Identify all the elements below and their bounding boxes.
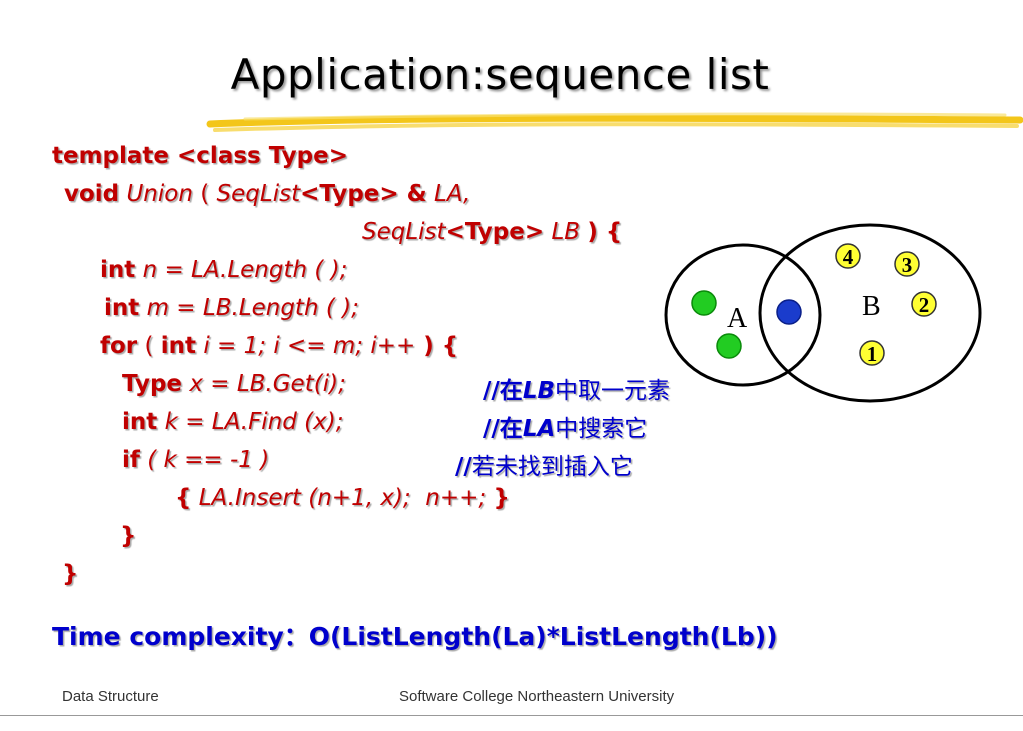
- comment-get: //在LB中取一元素: [483, 378, 670, 404]
- kw-int: int: [100, 257, 136, 283]
- kw-for: for: [100, 333, 138, 359]
- insert-brace-open: {: [175, 485, 192, 511]
- stmt-find: k = LA.Find (x);: [164, 409, 344, 435]
- code-line-get: Type x = LB.Get(i);: [122, 371, 346, 397]
- comment-find: //在LA中搜索它: [483, 416, 648, 442]
- type-param-b: <Type>: [445, 219, 545, 245]
- code-line-if: if ( k == -1 ): [122, 447, 269, 473]
- code-line-insert: { LA.Insert (n+1, x); n++; }: [175, 485, 510, 511]
- code-line-n: int n = LA.Length ( );: [100, 257, 347, 283]
- param-lb: LB: [551, 219, 581, 245]
- type-param-a: <Type> &: [300, 181, 427, 207]
- code-line-fn-close: }: [62, 561, 79, 587]
- footer-left: Data Structure: [62, 688, 159, 705]
- set-b-label: B: [862, 291, 881, 322]
- type-seqlist-b: SeqList: [362, 219, 446, 245]
- stmt-if: ( k == -1 ): [147, 447, 270, 473]
- param-la: LA,: [434, 181, 471, 207]
- set-a-label: A: [727, 303, 748, 334]
- code-line-signature-cont: SeqList<Type> LB ) {: [362, 219, 622, 245]
- code-line-template: template <class Type>: [52, 143, 349, 169]
- set-b-circle: [758, 223, 982, 403]
- stmt-m: m = LB.Length ( );: [146, 295, 359, 321]
- code-line-for: for ( int i = 1; i <= m; i++ ) {: [100, 333, 458, 359]
- title-highlight-stroke: [206, 112, 1023, 132]
- stmt-n: n = LA.Length ( );: [142, 257, 348, 283]
- type-seqlist-a: SeqList: [216, 181, 301, 207]
- a-element-1: [691, 290, 717, 316]
- a-element-2: [716, 333, 742, 359]
- insert-brace-close: }: [493, 485, 510, 511]
- b-element-3-marker: [894, 251, 920, 277]
- for-paren: (: [144, 333, 161, 359]
- code-line-m: int m = LB.Length ( );: [104, 295, 359, 321]
- stmt-insert: LA.Insert (n+1, x); n++;: [198, 485, 487, 511]
- time-complexity: Time complexity：O(ListLength(La)*ListLen…: [52, 622, 778, 651]
- paren-open: (: [200, 181, 210, 207]
- kw-type: Type: [122, 371, 183, 397]
- kw-int: int: [122, 409, 158, 435]
- for-brace: ) {: [415, 333, 459, 359]
- stmt-get: x = LB.Get(i);: [189, 371, 346, 397]
- b-element-4-marker: [835, 243, 861, 269]
- fn-union: Union: [126, 181, 193, 207]
- kw-int: int: [104, 295, 140, 321]
- kw-void: void: [64, 181, 120, 207]
- set-a-circle: [664, 243, 822, 387]
- b-element-2: 2: [919, 293, 930, 317]
- kw-if: if: [122, 447, 140, 473]
- code-line-signature: void Union ( SeqList<Type> & LA,: [64, 181, 470, 207]
- intersection-element: [776, 299, 802, 325]
- comment-if: //若未找到插入它: [455, 454, 633, 480]
- b-element-1-marker: [859, 340, 885, 366]
- b-element-1: 1: [867, 342, 878, 366]
- brace-open: ) {: [587, 219, 623, 245]
- code-line-for-close: }: [120, 523, 137, 549]
- b-element-2-marker: [911, 291, 937, 317]
- footer-center: Software College Northeastern University: [399, 688, 675, 705]
- b-element-4: 4: [843, 245, 854, 269]
- slide-title: Application:sequence list: [230, 50, 770, 99]
- b-element-3: 3: [902, 253, 913, 277]
- code-line-find: int k = LA.Find (x);: [122, 409, 344, 435]
- footer-divider: [0, 715, 1023, 716]
- kw-int: int: [160, 333, 197, 359]
- for-cond: i = 1; i <= m; i++: [203, 333, 416, 359]
